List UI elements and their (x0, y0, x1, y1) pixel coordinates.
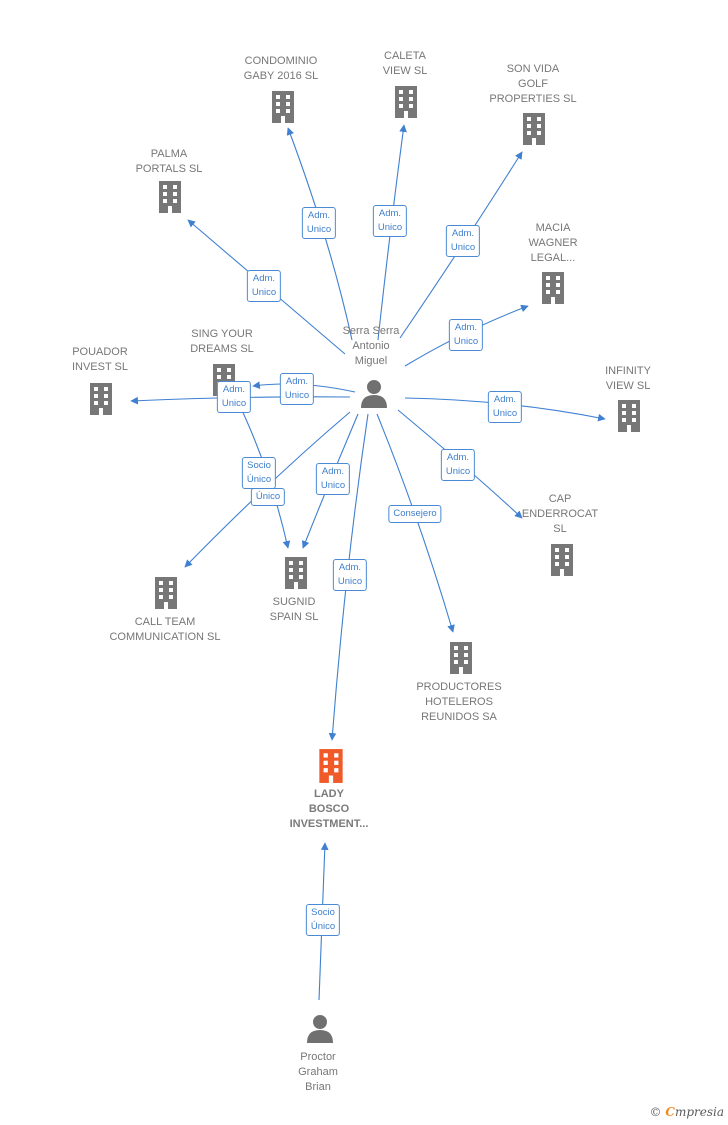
building-icon[interactable] (548, 543, 576, 582)
company-label-callteam: CALL TEAM COMMUNICATION SL (109, 616, 221, 643)
relation-badge[interactable]: Adm. Unico (301, 207, 337, 239)
person-label-serra: Serra Serra Antonio Miguel (342, 325, 400, 367)
brand-footer: © Cmpresia (650, 1105, 724, 1119)
company-label-productores: PRODUCTORES HOTELEROS REUNIDOS SA (416, 681, 502, 723)
building-icon[interactable] (392, 85, 420, 124)
company-label-caleta: CALETA VIEW SL (382, 50, 428, 77)
brand-logo-initial: C (665, 1105, 675, 1119)
building-icon[interactable] (615, 399, 643, 438)
relation-badge[interactable]: Único (250, 488, 286, 506)
building-icon[interactable] (539, 271, 567, 310)
building-icon[interactable] (87, 382, 115, 421)
building-icon[interactable] (520, 112, 548, 151)
relation-badge[interactable]: Adm. Unico (315, 463, 351, 495)
building-icon[interactable] (447, 641, 475, 680)
company-label-macia: MACIA WAGNER LEGAL... (528, 222, 578, 264)
person-label-proctor: Proctor Graham Brian (298, 1051, 338, 1093)
relation-badge[interactable]: Adm. Unico (487, 391, 523, 423)
relation-badge[interactable]: Adm. Unico (445, 225, 481, 257)
company-label-sonvida: SON VIDA GOLF PROPERTIES SL (489, 63, 577, 105)
person-icon[interactable] (359, 378, 389, 413)
relation-badge[interactable]: Socio Único (241, 457, 277, 489)
person-icon[interactable] (305, 1013, 335, 1048)
relation-badge[interactable]: Adm. Unico (440, 449, 476, 481)
relation-badge[interactable]: Adm. Unico (332, 559, 368, 591)
company-label-singyour: SING YOUR DREAMS SL (190, 328, 254, 355)
relation-badge[interactable]: Adm. Unico (216, 381, 252, 413)
company-label-cap: CAP ENDERROCAT SL (521, 493, 599, 535)
relation-badge[interactable]: Adm. Unico (372, 205, 408, 237)
building-icon-highlighted[interactable] (315, 748, 347, 789)
relation-badge[interactable]: Adm. Unico (448, 319, 484, 351)
relation-badge[interactable]: Socio Único (305, 904, 341, 936)
brand-logo-text: mpresia (674, 1105, 724, 1119)
company-label-ladybosco: LADY BOSCO INVESTMENT... (289, 788, 369, 830)
building-icon[interactable] (152, 576, 180, 615)
company-label-pouador: POUADOR INVEST SL (71, 346, 129, 373)
company-label-sugnid: SUGNID SPAIN SL (269, 596, 319, 623)
building-icon[interactable] (282, 556, 310, 595)
relation-badge[interactable]: Adm. Unico (279, 373, 315, 405)
company-label-infinity: INFINITY VIEW SL (605, 365, 651, 392)
relation-badge[interactable]: Adm. Unico (246, 270, 282, 302)
building-icon[interactable] (269, 90, 297, 129)
copyright-symbol: © (649, 1105, 662, 1119)
building-icon[interactable] (156, 180, 184, 219)
company-label-condominio: CONDOMINIO GABY 2016 SL (243, 55, 319, 82)
company-label-palma: PALMA PORTALS SL (135, 148, 203, 175)
relation-badge[interactable]: Consejero (388, 505, 442, 523)
